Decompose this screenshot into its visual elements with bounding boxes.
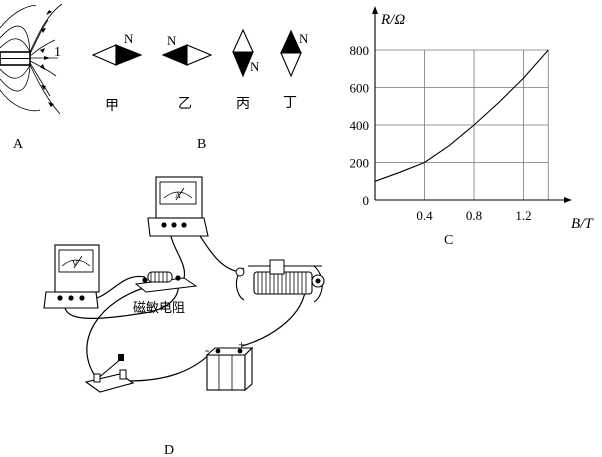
knife-switch: [84, 354, 135, 393]
compass-yi: N 乙: [161, 33, 213, 111]
y-tick-label: 400: [350, 118, 370, 133]
y-tick-label: 600: [350, 81, 370, 96]
battery-minus: -: [205, 342, 209, 357]
compass-bing-label: 丙: [236, 95, 250, 111]
panel-b-compasses: N 甲 N 乙 N 丙 N 丁 B: [91, 28, 309, 152]
y-axis-arrow: [372, 6, 378, 14]
rheostat: [235, 259, 325, 303]
x-tick-label: 0.8: [466, 208, 482, 223]
series-curve: [374, 49, 549, 182]
compass-ding-north: N: [299, 31, 309, 46]
ammeter-letter: A: [175, 191, 181, 200]
compass-bing: N 丙: [232, 28, 260, 111]
panel-d-label: D: [164, 443, 174, 457]
compass-yi-label: 乙: [178, 95, 192, 111]
x-tick-label: 1.2: [515, 208, 531, 223]
y-tick-label: 800: [350, 43, 370, 58]
panel-a-magnet-field: 1 A: [0, 3, 63, 152]
voltmeter: V: [43, 244, 100, 309]
x-axis-arrow: [564, 197, 572, 203]
wire-resistor-switch: [86, 285, 151, 377]
panel-b-label: B: [197, 137, 206, 152]
wire-battery-rheostat: [241, 291, 306, 347]
compass-yi-north: N: [167, 33, 177, 48]
battery-plus: +: [238, 337, 245, 352]
panel-c-label: C: [444, 233, 453, 248]
point-1-label: 1: [54, 45, 61, 60]
y-tick-label: 0: [363, 193, 370, 208]
magnetoresistor: 磁敏电阻: [133, 271, 198, 315]
panel-c-graph: 0 200 400 600 800 0.4 0.8 1.2 R/Ω B/T C: [350, 6, 594, 248]
compass-ding-label: 丁: [283, 94, 297, 110]
panel-a-label: A: [13, 137, 24, 152]
compass-jia: N 甲: [91, 31, 143, 113]
wire-switch-battery: [127, 351, 213, 382]
y-tick-label: 200: [350, 156, 370, 171]
y-axis-label: R/Ω: [380, 12, 405, 28]
x-tick-label: 0.4: [416, 208, 433, 223]
voltmeter-letter: V: [72, 259, 78, 268]
compass-jia-north: N: [124, 31, 134, 46]
wire-voltmeter-loop: [63, 281, 179, 319]
compass-ding: N 丁: [280, 29, 309, 110]
x-axis-label: B/T: [571, 216, 594, 232]
x-tick-labels: 0.4 0.8 1.2: [416, 208, 531, 223]
panel-d-circuit: A V 磁敏电阻: [43, 176, 325, 457]
compass-jia-label: 甲: [105, 97, 119, 113]
ammeter: A: [147, 176, 209, 237]
battery: - +: [205, 337, 254, 392]
magnetoresistor-label: 磁敏电阻: [133, 300, 185, 315]
chart-grid: [375, 49, 549, 200]
compass-bing-north: N: [250, 59, 260, 74]
y-tick-labels: 0 200 400 600 800: [350, 43, 370, 208]
